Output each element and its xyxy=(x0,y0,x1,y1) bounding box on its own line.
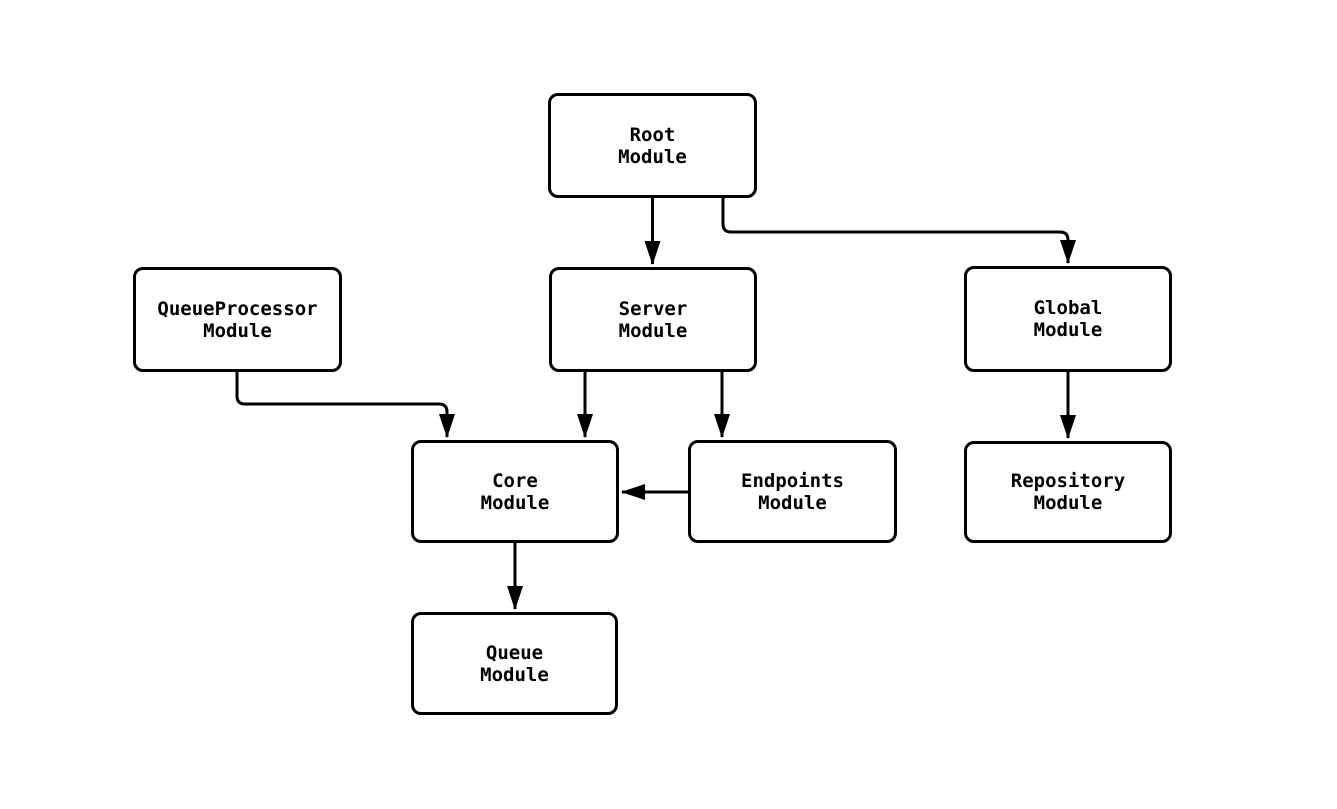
node-root-module: Root Module xyxy=(548,93,757,198)
node-queueprocessor-module: QueueProcessor Module xyxy=(133,267,342,372)
edge-queueprocessor-to-core xyxy=(235,372,455,438)
node-queue-module: Queue Module xyxy=(411,612,618,715)
node-server-module: Server Module xyxy=(549,267,757,372)
node-repository-module: Repository Module xyxy=(964,441,1172,543)
node-global-module: Global Module xyxy=(964,266,1172,372)
node-endpoints-module: Endpoints Module xyxy=(688,440,897,543)
edge-root-to-global xyxy=(721,198,1076,264)
node-core-module: Core Module xyxy=(411,440,619,543)
